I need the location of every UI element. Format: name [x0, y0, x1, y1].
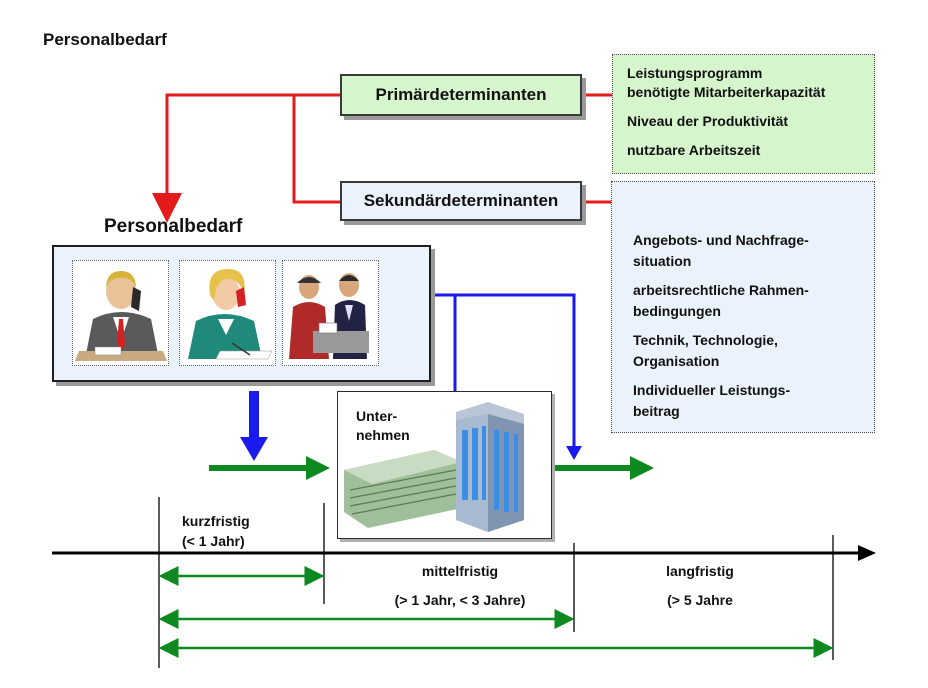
- company-label: Unter- nehmen: [356, 408, 410, 443]
- short-term-title: kurzfristig: [182, 513, 250, 529]
- long-term-title: langfristig: [666, 563, 734, 579]
- long-term-range: (> 5 Jahre: [667, 592, 733, 608]
- secondary-determinants-box: Sekundärdeterminanten: [340, 181, 582, 221]
- horizon-arrows: [158, 566, 834, 658]
- blue-down-arrow-shaft: [249, 391, 259, 441]
- blue-connectors: [431, 293, 576, 448]
- time-axis-arrowhead: [858, 545, 876, 561]
- secondary-item: arbeitsrechtliche Rahmen- bedingungen: [633, 282, 809, 319]
- short-term-label: kurzfristig (< 1 Jahr): [170, 511, 280, 551]
- primary-determinants-box: Primärdeterminanten: [340, 74, 582, 116]
- secondary-item: Angebots- und Nachfrage- situation: [633, 232, 809, 269]
- secondary-items-panel: Angebots- und Nachfrage- situation arbei…: [611, 181, 875, 433]
- businessman-phone-icon: [72, 260, 169, 366]
- blue-down-arrow-head: [240, 437, 268, 461]
- green-arrow-left-shaft: [209, 465, 309, 471]
- green-arrow-left-head: [306, 456, 330, 480]
- secondary-determinants-label: Sekundärdeterminanten: [363, 191, 559, 210]
- primary-item: nutzbare Arbeitszeit: [627, 142, 761, 158]
- company-building-icon: [344, 402, 524, 532]
- primary-item: Niveau der Produktivität: [627, 113, 789, 129]
- workers-discussion-icon: [282, 260, 379, 366]
- primary-item: benötigte Mitarbeiterkapazität: [627, 84, 826, 100]
- personalbedarf-label: Personalbedarf: [104, 216, 243, 237]
- secondary-item: Individueller Leistungs- beitrag: [633, 382, 791, 419]
- page-title: Personalbedarf: [43, 30, 167, 49]
- green-arrow-right-shaft: [553, 465, 633, 471]
- mid-term-title: mittelfristig: [421, 563, 499, 579]
- woman-phone-icon: [179, 260, 276, 366]
- short-term-range: (< 1 Jahr): [182, 533, 245, 549]
- company-box: [337, 391, 552, 539]
- secondary-item: Technik, Technologie, Organisation: [633, 332, 778, 369]
- green-arrow-right-head: [630, 456, 654, 480]
- primary-items-panel: Leistungsprogramm benötigte Mitarbeiterk…: [612, 54, 875, 174]
- blue-arrowhead-right: [566, 446, 582, 460]
- primary-item: Leistungsprogramm: [627, 65, 763, 81]
- primary-determinants-label: Primärdeterminanten: [375, 85, 547, 104]
- mid-term-range: (> 1 Jahr, < 3 Jahre): [394, 592, 526, 608]
- red-connectors: [152, 93, 612, 223]
